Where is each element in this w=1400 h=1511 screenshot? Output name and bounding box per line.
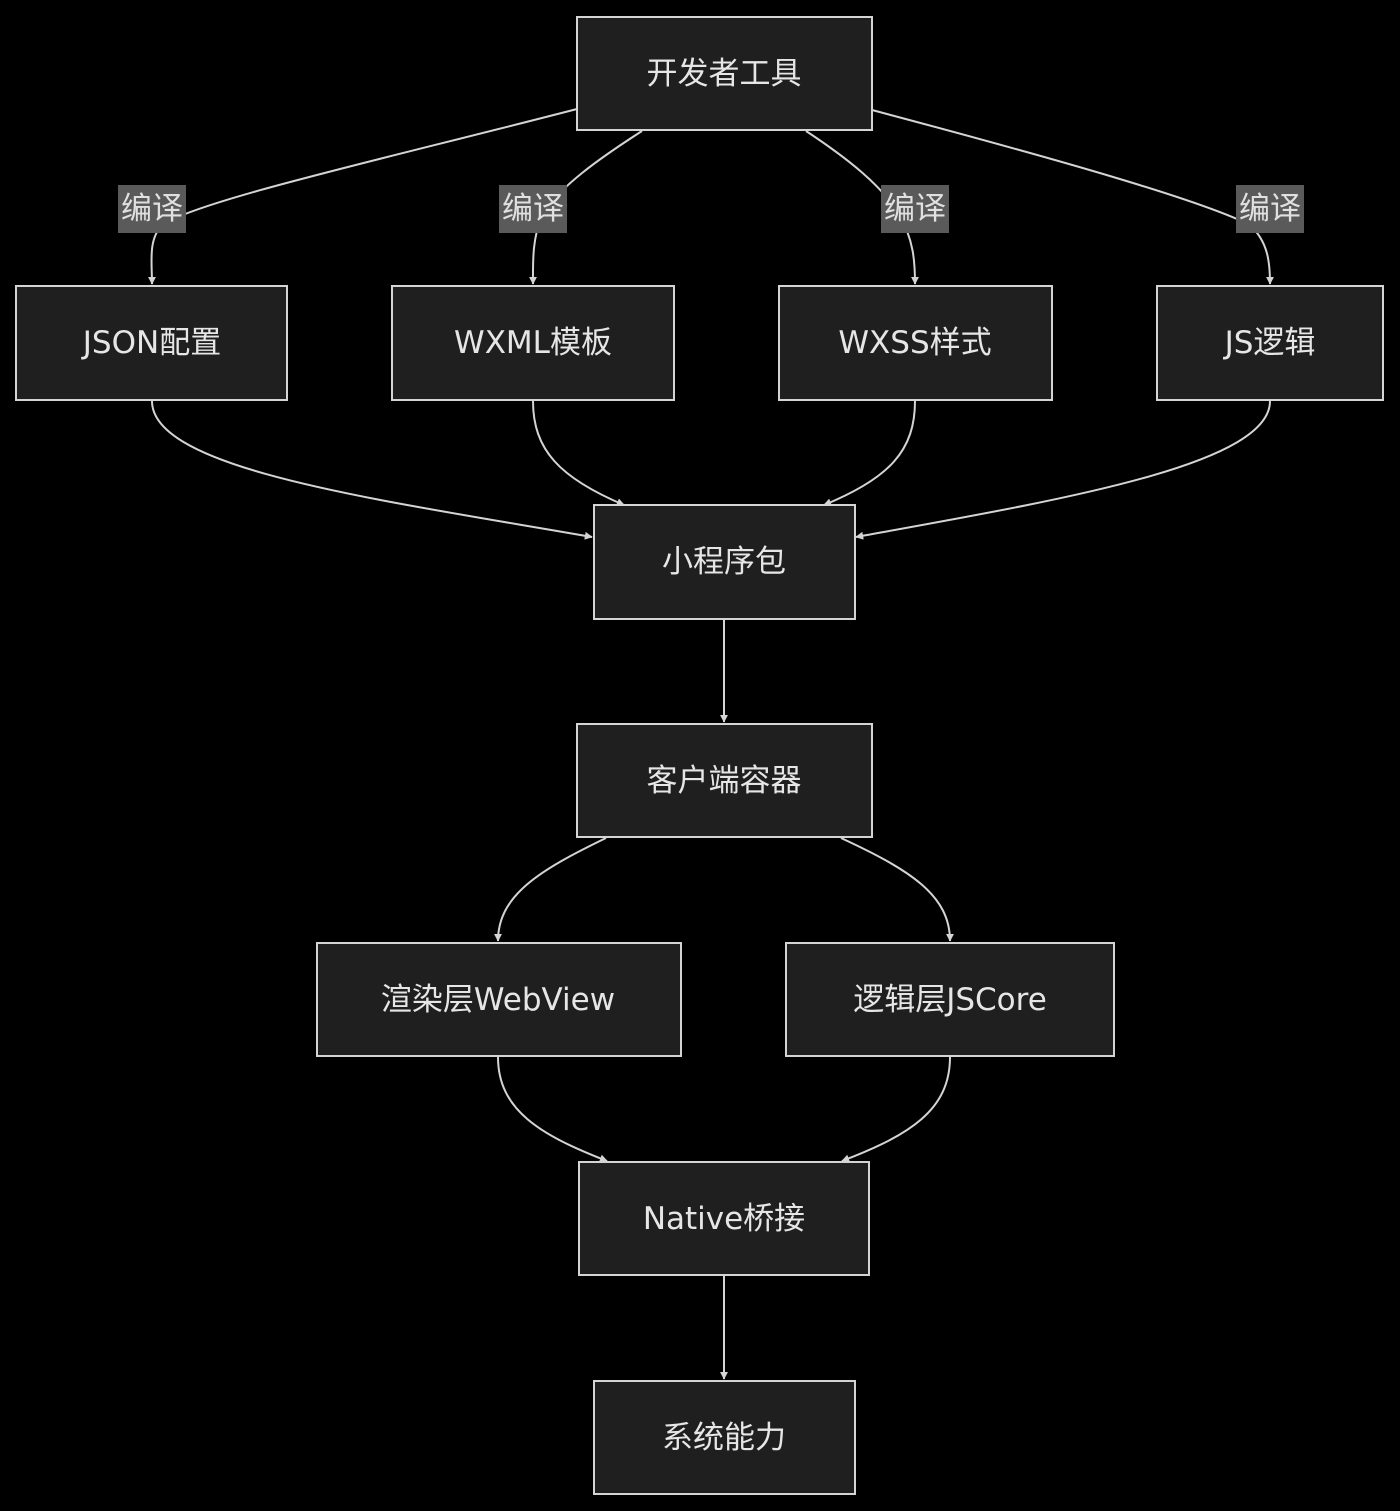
edge-label-json: 编译 [118,185,186,233]
edge-container-logic [840,837,954,942]
svg-text:逻辑层JSCore: 逻辑层JSCore [853,982,1047,1018]
svg-text:客户端容器: 客户端容器 [647,763,802,799]
svg-text:Native桥接: Native桥接 [643,1201,805,1237]
svg-text:系统能力: 系统能力 [662,1420,786,1456]
svg-text:WXML模板: WXML模板 [454,325,612,361]
svg-text:小程序包: 小程序包 [662,544,786,580]
svg-text:JSON配置: JSON配置 [81,325,221,361]
edge-render-bridge [497,1056,608,1163]
node-miniprogram-package: 小程序包 [593,504,856,620]
svg-text:JS逻辑: JS逻辑 [1223,325,1316,361]
svg-text:渲染层WebView: 渲染层WebView [381,982,615,1018]
svg-text:编译: 编译 [121,191,183,227]
node-json-config: JSON配置 [15,285,288,401]
node-system-capability: 系统能力 [593,1380,856,1495]
svg-text:开发者工具: 开发者工具 [647,56,802,92]
svg-text:编译: 编译 [1239,191,1301,227]
edge-container-render [494,837,607,942]
edge-logic-bridge [841,1056,951,1163]
edge-wxml-package [532,400,625,506]
node-logic-layer: 逻辑层JSCore [785,942,1115,1057]
edge-devtools-js [871,109,1274,285]
edge-wxss-package [823,400,916,506]
edge-devtools-json [147,108,578,285]
svg-text:编译: 编译 [884,191,946,227]
node-render-layer: 渲染层WebView [316,942,682,1057]
edge-label-wxss: 编译 [881,185,949,233]
node-native-bridge: Native桥接 [578,1161,870,1276]
edge-label-js: 编译 [1236,185,1304,233]
node-js-logic: JS逻辑 [1156,285,1384,401]
node-wxss-style: WXSS样式 [778,285,1053,401]
node-devtools: 开发者工具 [576,16,873,131]
svg-text:编译: 编译 [502,191,564,227]
svg-text:WXSS样式: WXSS样式 [838,325,991,361]
edge-json-package [151,400,593,540]
edge-js-package [855,400,1271,540]
node-client-container: 客户端容器 [576,723,873,838]
edge-label-wxml: 编译 [499,185,567,233]
node-wxml-template: WXML模板 [391,285,675,401]
